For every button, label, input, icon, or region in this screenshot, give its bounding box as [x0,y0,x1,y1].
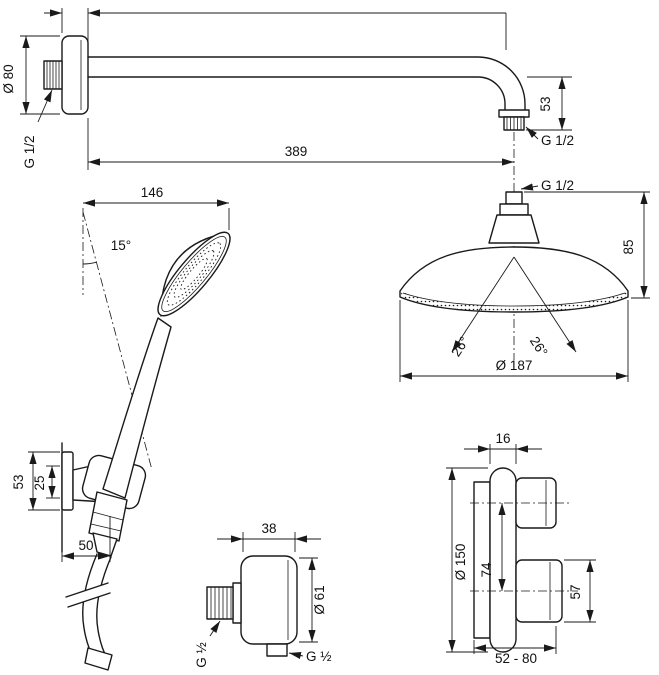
thermostat-handle-size-label: 57 [568,584,583,599]
dim-thermostat-diameter: Ø 150 [446,467,488,653]
head-inlet-thread-label: G 1/2 [541,178,574,193]
arm-wall-thread-nipple [43,60,63,90]
outlet-bottom-port [266,643,288,657]
head-height-label: 85 [621,239,636,254]
arm-collar-nut [498,109,530,118]
outlet-side-thread-label: G ½ [194,642,209,668]
hose-end-fitting [84,647,113,671]
dim-thermostat-handle-spacing: 74 [479,503,506,591]
head-diameter-label: Ø 187 [496,358,533,373]
holder-depth-label: 50 [78,538,93,553]
arm-outlet-thread [503,116,525,131]
thermostat-diameter-label: Ø 150 [453,544,468,581]
hand-tilt-angle-label: 15° [111,238,131,253]
head-spray-face [400,292,628,312]
dim-arm-outlet-thread: G 1/2 [525,126,574,148]
dim-arm-end-drop: 53 [526,76,572,131]
holder-inner-height-label: 25 [32,475,47,490]
head-spray-angle-right-label: 26° [527,334,551,359]
dim-arm-flange-diameter: Ø 80 [1,35,60,115]
hand-shower-drawing: 146 15° [11,185,231,671]
dim-head-diameter: Ø 187 [399,300,629,382]
dim-thermostat-install-depth: 52 - 80 [473,626,557,666]
dim-arm-length: 389 [87,118,514,170]
dim-arm-top [44,8,507,53]
thermostat-concealed-body [473,481,491,639]
outlet-body [240,555,298,645]
dim-holder-inner-height: 25 [32,465,60,499]
hand-projection-label: 146 [141,185,164,200]
holder-height-label: 53 [11,474,26,489]
thermostat-handle-spacing-label: 74 [479,562,494,578]
hose-nut [88,491,128,557]
thermostat-top-handle [515,477,557,529]
dim-outlet-width: 38 [217,521,321,552]
outlet-collar [232,582,242,624]
hand-shower-handle [102,317,172,499]
head-spray-angle-left-label: 26° [448,334,472,359]
outlet-width-label: 38 [261,521,276,536]
wall-outlet-drawing: 38 Ø 61 G ½ G ½ [194,521,332,668]
arm-tube-inner [87,76,506,111]
dim-head-inlet-thread: G 1/2 [520,178,574,193]
head-inlet-stub [505,191,523,205]
dim-hand-projection: 146 [83,185,230,230]
dim-arm-wall-thread: G 1/2 [22,89,53,169]
head-ball-joint [488,214,540,244]
dim-outlet-diameter: Ø 61 [299,557,327,643]
hand-shower-face [157,231,231,317]
shower-hose [65,553,113,671]
shower-arm-drawing: Ø 80 G 1/2 389 53 G 1/2 [1,8,574,360]
arm-wall-flange [61,35,89,115]
arm-flange-diameter-label: Ø 80 [1,64,16,93]
thermostat-drawing: 16 Ø 150 74 57 52 - 80 [446,431,596,666]
thermostat-plate [489,467,517,653]
thermostat-depth-label: 16 [495,431,510,446]
dim-outlet-side-thread: G ½ [194,620,221,668]
holder-wall-plate [61,451,74,511]
dim-thermostat-handle-size: 57 [564,559,596,623]
head-dome [399,246,629,313]
arm-outlet-thread-label: G 1/2 [541,133,574,148]
dim-head-height: 85 [524,191,650,299]
outlet-thread-nipple [206,586,234,620]
arm-tube-outer [87,56,526,111]
arm-length-label: 389 [285,144,308,159]
outlet-bottom-thread-label: G ½ [306,649,332,664]
arm-wall-thread-label: G 1/2 [22,135,37,168]
dim-outlet-bottom-thread: G ½ [288,649,332,664]
overhead-shower-drawing: 26° 26° G 1/2 85 Ø 187 [399,178,650,382]
thermostat-install-depth-label: 52 - 80 [495,651,537,666]
head-inlet-collar [499,203,529,216]
arm-end-drop-label: 53 [538,96,553,111]
dim-holder-height: 53 [11,451,60,511]
dim-holder-depth: 50 [61,516,111,562]
outlet-diameter-label: Ø 61 [312,585,327,614]
dim-thermostat-depth: 16 [464,431,542,464]
